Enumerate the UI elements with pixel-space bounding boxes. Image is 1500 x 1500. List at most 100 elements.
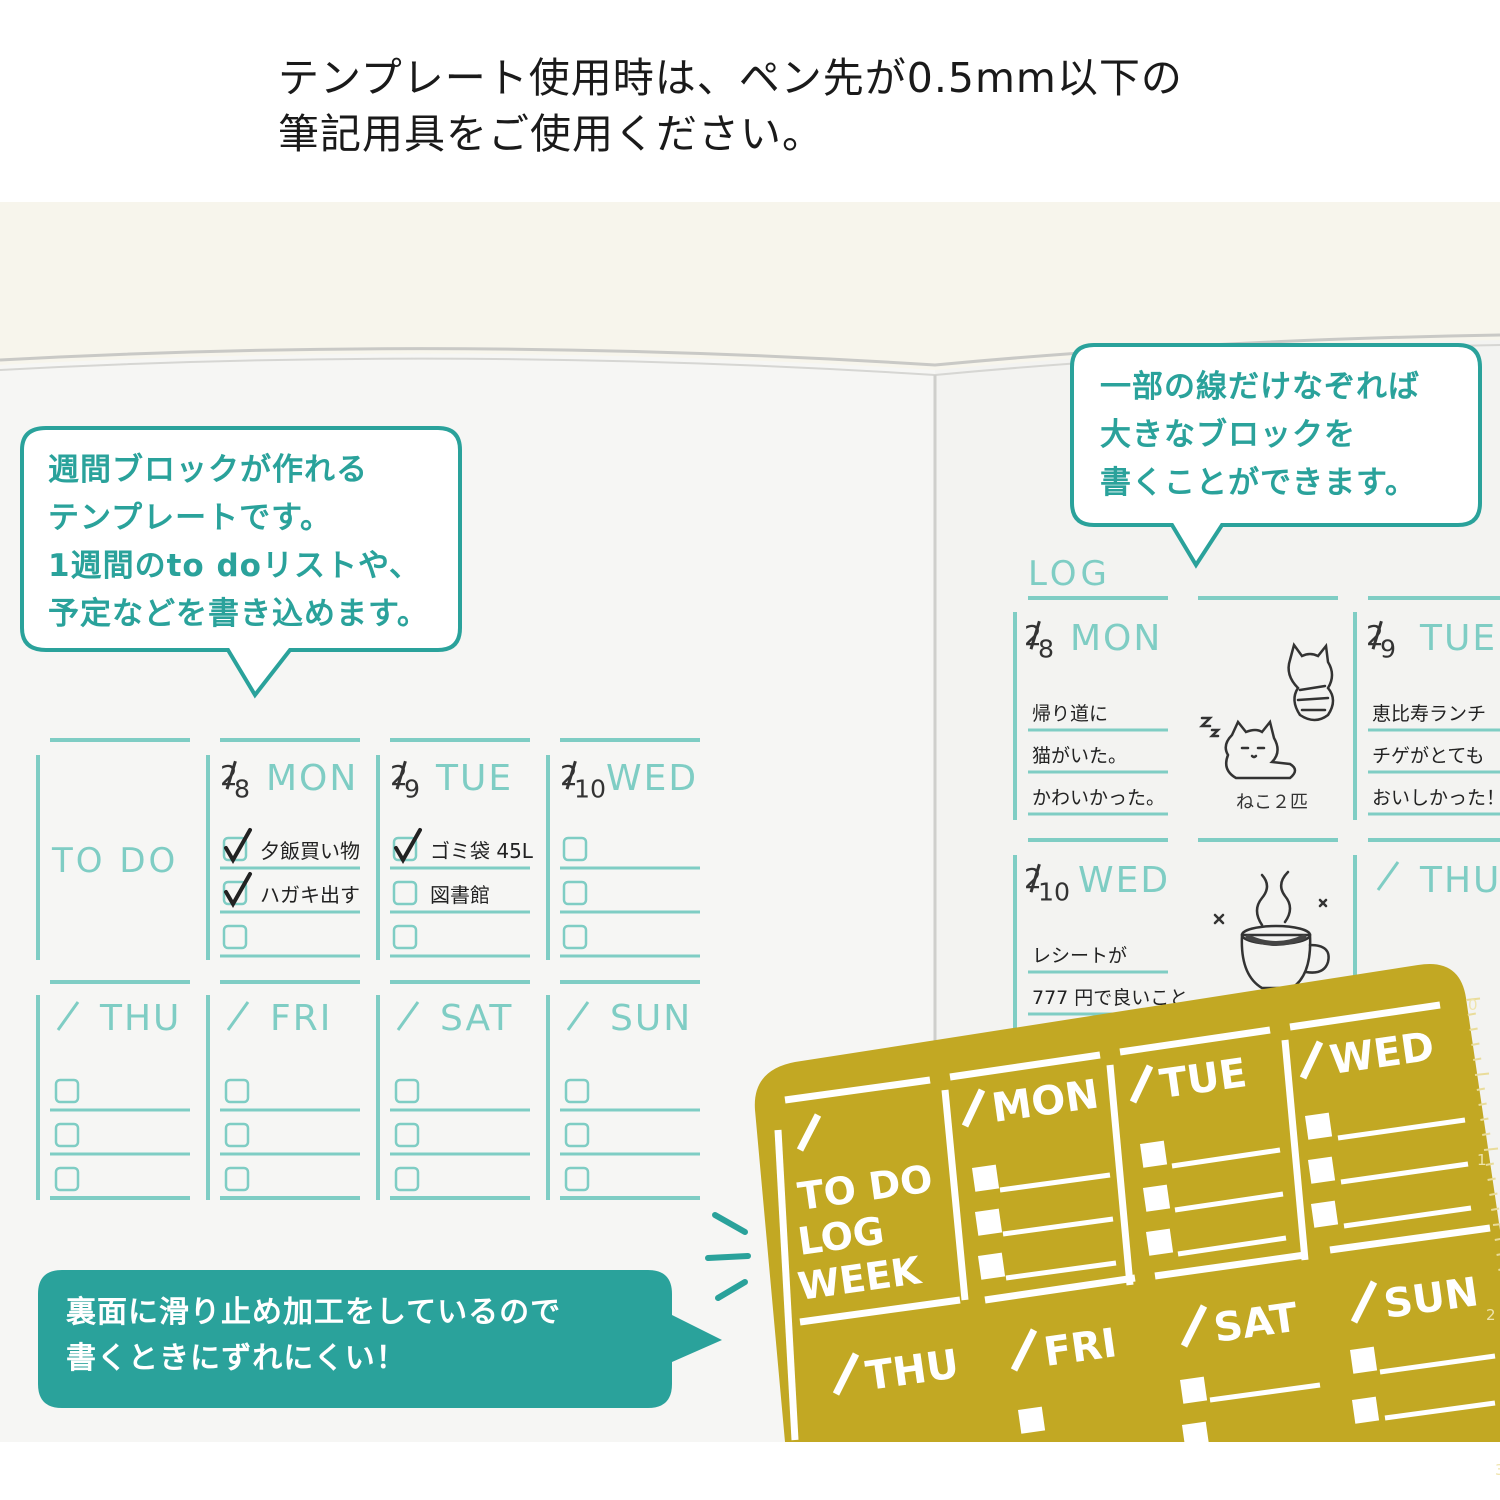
- task-text: 図書館: [430, 883, 490, 907]
- left-bubble-text: 週間ブロックが作れる テンプレートです。 1週間のto doリストや、 予定など…: [48, 446, 429, 638]
- todo-label: TO DO: [51, 841, 178, 881]
- ruler-tick: [1478, 1102, 1487, 1106]
- caption: テンプレート使用時は、ペン先が0.5mm以下の 筆記用具をご使用ください。: [278, 50, 1328, 162]
- slash-sat: [396, 1001, 420, 1031]
- stencil-cut-top-2: [1119, 1026, 1271, 1056]
- right-bubble-line-3: 書くことができます。: [1100, 465, 1417, 501]
- stencil-task-line-6: [1337, 1117, 1466, 1141]
- stencil-checkbox-9: [1350, 1346, 1378, 1374]
- left-callout-bubble: [20, 426, 462, 699]
- stencil-slash-wed: [1299, 1040, 1324, 1080]
- log-date-wed-slash: [1029, 863, 1041, 893]
- date-tue-day: 9: [404, 775, 420, 804]
- right-bubble-text: 一部の線だけなぞれば 大きなブロックを 書くことができます。: [1100, 363, 1420, 507]
- stencil-cut-v-2: [1106, 1064, 1134, 1286]
- date-mon-day: 8: [234, 775, 250, 804]
- empty-checkbox: [394, 1078, 420, 1104]
- stencil-checkbox-2: [978, 1252, 1006, 1280]
- log-day-mon: MON: [1070, 618, 1162, 659]
- stencil-cut-top-3: [1289, 1001, 1441, 1031]
- ruler-tick: [1489, 1192, 1498, 1196]
- stencil-checkbox-bottom-1: [1182, 1421, 1210, 1449]
- stencil-cut-mid-3: [1329, 1224, 1491, 1254]
- task-mon-1-check: [224, 872, 252, 909]
- stencil-task-line-bottom-2: [1209, 1382, 1321, 1403]
- log-mon-text: かわいかった。: [1032, 787, 1165, 809]
- stencil-cut-v-0: [774, 1129, 799, 1441]
- ruler-mark: 0: [1468, 996, 1478, 1014]
- ruler-tick: [1465, 997, 1481, 1001]
- sketch-caption: ねこ２匹: [1236, 792, 1308, 813]
- stencil-task-line-8: [1343, 1205, 1472, 1229]
- right-bubble-line-2: 大きなブロックを: [1100, 417, 1356, 453]
- ruler-mark: 3: [1495, 1461, 1500, 1479]
- log-mon-text: 猫がいた。: [1032, 745, 1127, 767]
- stencil-checkbox-10: [1351, 1396, 1380, 1424]
- slash-thu: [56, 1001, 80, 1031]
- empty-checkbox: [564, 1122, 590, 1148]
- stencil-checkbox-bottom-0: [1180, 1376, 1208, 1404]
- stencil-slash-fri: [1010, 1328, 1038, 1372]
- ruler-tick: [1492, 1223, 1500, 1226]
- stencil-cut-v-3: [1281, 1039, 1309, 1261]
- stencil-task-line-2: [1005, 1260, 1117, 1281]
- stencil-slash-todo: [796, 1113, 822, 1152]
- slash-sun: [566, 1001, 590, 1031]
- task-wed-2-box: [562, 924, 588, 950]
- ruler-tick: [1467, 1012, 1476, 1016]
- emphasis-marks: [705, 1212, 751, 1301]
- ruler-mark: 1: [1477, 1151, 1487, 1169]
- ruler-tick: [1491, 1207, 1500, 1211]
- slash-fri: [226, 1001, 250, 1031]
- stencil-checkbox-4: [1143, 1184, 1171, 1212]
- task-tue-2-box: [392, 924, 418, 950]
- log-date-mon: 28: [1024, 619, 1054, 664]
- stencil-cut-mid-2: [1154, 1251, 1306, 1280]
- ruler-tick: [1476, 1087, 1485, 1091]
- log-tue-text: おいしかった！: [1372, 787, 1500, 809]
- log-tue-text: チゲがとても: [1372, 745, 1484, 767]
- empty-checkbox: [564, 1078, 590, 1104]
- stencil-cut-top-1: [949, 1051, 1101, 1081]
- left-bubble-line-4: 予定などを書き込めます。: [48, 596, 429, 632]
- task-tue-0-check: [394, 828, 422, 865]
- ruler-tick: [1485, 1162, 1494, 1166]
- ruler-tick: [1469, 1027, 1478, 1031]
- log-date-tue-day: 9: [1380, 635, 1396, 664]
- date-wed: 210: [560, 759, 606, 804]
- log-day-thu: THU: [1419, 860, 1500, 901]
- stencil-task-line-0: [999, 1172, 1111, 1193]
- stencil-checkbox-1: [975, 1208, 1003, 1236]
- ruler-mark: 2: [1486, 1306, 1496, 1324]
- day-sat: SAT: [440, 998, 513, 1039]
- day-mon: MON: [266, 758, 358, 799]
- empty-checkbox: [54, 1122, 80, 1148]
- stencil-cut-top-0: [784, 1076, 931, 1104]
- ruler-tick: [1494, 1238, 1500, 1241]
- ruler-tick: [1471, 1042, 1480, 1046]
- stencil-task-line-7: [1340, 1161, 1469, 1185]
- stencil-checkbox-8: [1311, 1200, 1339, 1228]
- log-date-tue-slash: [1371, 620, 1383, 650]
- day-tue: TUE: [435, 758, 513, 799]
- empty-checkbox: [224, 1166, 250, 1192]
- stencil-task-line-4: [1174, 1191, 1284, 1213]
- task-mon-0-check: [224, 828, 252, 865]
- empty-checkbox: [224, 1122, 250, 1148]
- stencil-plate: [754, 963, 1500, 1442]
- log-date-wed: 210: [1024, 862, 1070, 907]
- task-wed-0-box: [562, 836, 588, 862]
- right-bubble-line-1: 一部の線だけなぞれば: [1100, 369, 1420, 405]
- ruler-tick: [1487, 1177, 1496, 1181]
- log-date-mon-day: 8: [1038, 635, 1054, 664]
- left-bubble-line-1: 週間ブロックが作れる: [48, 452, 368, 488]
- stencil-task-line-bottom-0: [1379, 1353, 1496, 1375]
- empty-checkbox: [54, 1166, 80, 1192]
- stencil-slash-thu: [832, 1352, 860, 1396]
- date-mon: 28: [220, 759, 250, 804]
- task-wed-1-box: [562, 880, 588, 906]
- stencil-checkbox-6: [1305, 1112, 1333, 1140]
